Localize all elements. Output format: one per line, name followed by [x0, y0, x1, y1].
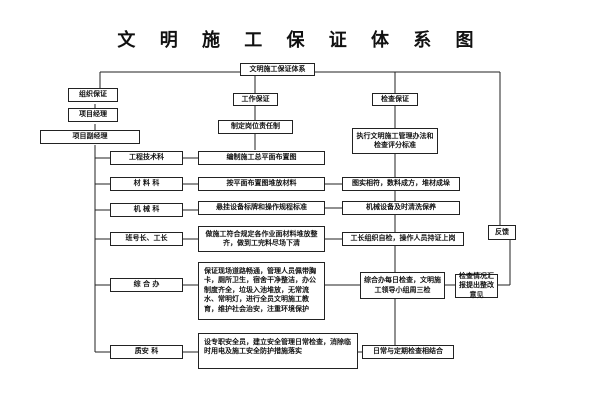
node-feedback: 反馈 [488, 225, 516, 240]
node-admin-check: 综合办每日检查，文明施工领导小组周三检 [360, 272, 445, 299]
node-mat-check: 图实相符，数料成方，堆材成垛 [342, 177, 460, 191]
node-pm: 项目经理 [68, 108, 118, 122]
node-combine: 日常与定期检查相结合 [362, 345, 454, 359]
node-safety: 质安 科 [110, 345, 183, 359]
node-admin: 综 合 办 [110, 278, 183, 292]
node-team-check: 工长组织自检，操作人员持证上岗 [342, 232, 464, 246]
node-mech-task: 悬挂设备标牌和操作规程标准 [198, 201, 325, 215]
node-tech: 工程技术科 [110, 151, 183, 165]
node-check-std: 执行文明施工管理办法和检查评分标准 [352, 128, 438, 154]
node-safety-task: 设专职安全员，建立安全管理日常检查，消除临时用电及施工安全防护措施落实 [198, 333, 358, 369]
page-title: 文 明 施 工 保 证 体 系 图 [117, 30, 483, 51]
node-work: 工作保证 [233, 93, 278, 106]
node-admin-task: 保证现场道路畅通，管理人员佩带胸卡，厕所卫生，宿舍干净整洁，办公制度齐全，垃圾入… [198, 262, 325, 320]
node-mech-check: 机械设备及时清洗保养 [342, 201, 460, 215]
node-root: 文明施工保证体系 [240, 63, 315, 76]
node-org: 组织保证 [68, 88, 118, 102]
node-check: 检查保证 [372, 93, 418, 106]
node-report: 检查情况汇报提出整改意见 [455, 272, 498, 299]
node-team-task: 做施工符合规定各作业面材料堆放整齐，做到工完料尽场下清 [198, 226, 325, 252]
node-mat-task: 按平面布置图堆放材料 [198, 177, 325, 191]
node-duty: 制定岗位责任制 [218, 120, 293, 134]
node-mat: 材 料 科 [110, 177, 183, 191]
node-mech: 机 械 科 [110, 203, 183, 217]
node-tech-task: 编制施工总平面布置图 [198, 151, 325, 165]
node-dpm: 项目副经理 [40, 130, 140, 144]
node-team: 班号长、工长 [110, 232, 183, 246]
